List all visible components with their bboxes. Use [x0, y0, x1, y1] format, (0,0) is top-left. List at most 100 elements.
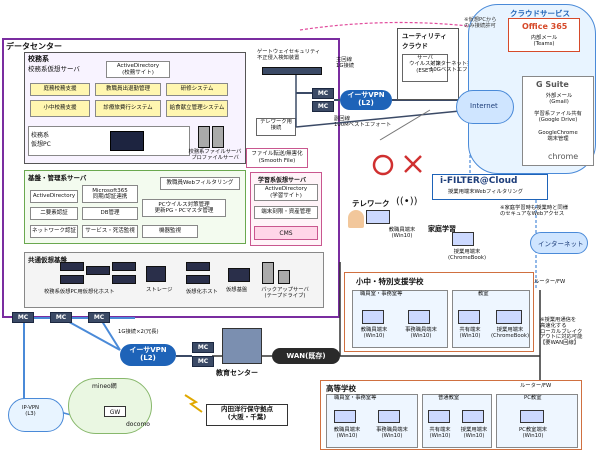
high-classroom-label: 普通教室	[438, 395, 460, 401]
kiban-cell-2: PCウイルス対策管理 更新PG・PCマスタ管理	[142, 199, 226, 217]
profile-server-icon	[212, 126, 224, 148]
drive-label: 学習系ファイル共有 (Google Drive)	[534, 111, 582, 123]
kiban-webfilter: 教職員Webフィルタリング	[160, 177, 240, 190]
home-terminal-label: 授業用端末 (ChromeBook)	[447, 249, 487, 261]
high-terminal-4: PC教室端末 (Win10)	[518, 427, 548, 439]
ether-vpn-top: イーサVPN (L2)	[340, 90, 392, 110]
host-server-icon-5	[112, 275, 136, 284]
backup-server-icon	[262, 262, 274, 284]
telework-person-icon	[348, 210, 364, 228]
high-terminal-icon-2	[428, 410, 450, 423]
chrome-logo: chrome	[548, 152, 579, 161]
gateway-icon	[262, 67, 322, 75]
sub-line-label: 副回線 100Mベストエフォート	[334, 116, 392, 128]
local-breakout-note: ※授業用通信を 高速化する ローカルブレイク アウトに対応可能 【要WAN回線】	[540, 317, 583, 347]
storage-icon	[146, 266, 166, 282]
kiban-cell-4: DB管理	[82, 207, 138, 220]
school-ad: ActiveDirectory (校務サイト)	[106, 61, 170, 78]
high-terminal-icon-3	[462, 410, 484, 423]
host-server-icon-1	[60, 262, 84, 271]
gsuite-box	[522, 76, 594, 166]
host-server-icon-2	[86, 266, 110, 275]
telework-title: テレワーク	[352, 199, 390, 208]
internet2-label: インターネット	[538, 240, 584, 248]
virtual-pc-icon	[110, 131, 144, 151]
host-server-icon-3	[112, 262, 136, 271]
cloud-title: クラウドサービス	[510, 9, 570, 18]
ifilter-sub: 授業用端末Webフィルタリング	[448, 189, 524, 195]
antivirus-box: サーバ ウイルス対策 (ESET)	[402, 54, 448, 82]
edu-center-building-icon	[222, 328, 262, 364]
edu-center-label: 教育センター	[216, 369, 258, 377]
gmail-label: 外部メール (Gmail)	[545, 93, 573, 105]
school-cell-4: 診療旅費行システム	[95, 100, 161, 117]
vhost-icon-1	[186, 262, 210, 271]
school-cell-3: 小中校務支援	[30, 100, 90, 117]
home-note: ※家庭学習時も授業時と同様 のセキュアなWebアクセス	[500, 205, 569, 217]
elem-terminal-3: 授業用端末 (ChromeBook)	[490, 327, 530, 339]
elem-terminal-icon-2	[458, 310, 480, 324]
school-cell-5: 給食献立管理システム	[166, 100, 228, 117]
internet-line-label: インターネット接続回線 10Gベストエフォート(冗長)	[430, 61, 499, 73]
kiban-cell-3: 二要素認証	[30, 207, 78, 220]
cloud-note: ※仮想PCから のみ接続許可	[464, 17, 497, 29]
shared-label-1: ストレージ	[146, 287, 173, 293]
kiban-title: 基盤・管理系サーバ	[28, 174, 87, 182]
home-title: 家庭学習	[428, 225, 456, 233]
utility-cloud-title: ユーティリティ クラウド	[402, 32, 447, 50]
vinfra-icon	[228, 268, 250, 282]
wifi-icon-telework: ((•))	[396, 196, 418, 207]
elem-terminal-2: 共有端末 (Win10)	[459, 327, 481, 339]
internet-cloud	[456, 90, 514, 124]
internet-label: Internet	[470, 102, 498, 110]
high-terminal-icon-1	[378, 410, 400, 423]
kiban-cell-7: 機器監視	[142, 225, 198, 238]
school-cell-0: 庭務校務支援	[30, 83, 90, 96]
elem-terminal-icon-1	[408, 310, 430, 324]
mc-bottom-0: MC	[12, 312, 34, 323]
host-server-icon-4	[60, 275, 84, 284]
wan-pill: WAN(既存)	[272, 348, 340, 364]
main-line-label: 主回線 1G接続	[336, 57, 355, 69]
high-terminal-icon-4	[520, 410, 544, 423]
school-cell-2: 研修システム	[166, 83, 228, 96]
high-router: ルーター/FW	[520, 383, 552, 389]
maintenance-box: 内田洋行保守拠点 (大阪・千葉)	[206, 404, 288, 426]
file-transfer-box: ファイル転送/無害化 (Smooth File)	[246, 148, 308, 168]
mineo-label: mineo網	[92, 383, 117, 390]
high-pc-room-label: PC教室	[524, 395, 542, 401]
elem-staff-label: 職員室・事務室等	[360, 291, 403, 297]
datacenter-title: データセンター	[6, 42, 62, 51]
gakushu-ad: ActiveDirectory (学習サイト)	[254, 184, 318, 201]
kiban-cell-6: サービス・死活監視	[82, 225, 138, 238]
elementary-router: ルーター/FW	[534, 279, 566, 285]
school-pc-panel	[28, 126, 190, 156]
office365-box	[508, 18, 580, 52]
shared-title: 共通仮想基盤	[28, 256, 67, 264]
school-cell-1: 教職員出退勤管理	[95, 83, 161, 96]
file-server-label: 校務系ファイルサーバ プロファイルサーバ	[188, 149, 242, 161]
mc-bottom-1: MC	[50, 312, 72, 323]
teams-label: 内部メール (Teams)	[530, 35, 558, 47]
high-terminal-3: 授業用端末 (Win10)	[460, 427, 488, 439]
gakushu-title: 学習系仮想サーバ	[258, 177, 306, 184]
high-title: 高等学校	[326, 384, 356, 393]
high-staff-label: 職員室・事務室等	[334, 395, 377, 401]
chrome-manage-label: GoogleChrome 端末管理	[538, 130, 578, 142]
office365-logo: Office 365	[522, 22, 568, 31]
home-chromebook-icon	[452, 232, 474, 246]
ether-vpn-bottom: イーサVPN (L2)	[120, 344, 176, 366]
shared-label-0: 校務系仮想PC用仮想化ホスト	[44, 289, 115, 295]
gw-box: GW	[104, 406, 126, 417]
file-server-icon	[198, 126, 210, 148]
mc-center-1: MC	[192, 356, 214, 367]
mc-center-0: MC	[192, 342, 214, 353]
elem-terminal-0: 教職員端末 (Win10)	[360, 327, 388, 339]
kiban-cell-0: ActiveDirectory	[30, 190, 78, 203]
tape-drive-icon	[278, 270, 290, 284]
kiban-cell-1: Microsoft365 同期/認証連携	[82, 185, 138, 203]
gakushu-terminal: 端末刻限・資産管理	[254, 206, 318, 219]
school-vserver-title: 校務系仮想サーバ	[28, 65, 80, 73]
elementary-title: 小中・特別支援学校	[356, 277, 424, 286]
high-terminal-2: 共有端末 (Win10)	[429, 427, 451, 439]
